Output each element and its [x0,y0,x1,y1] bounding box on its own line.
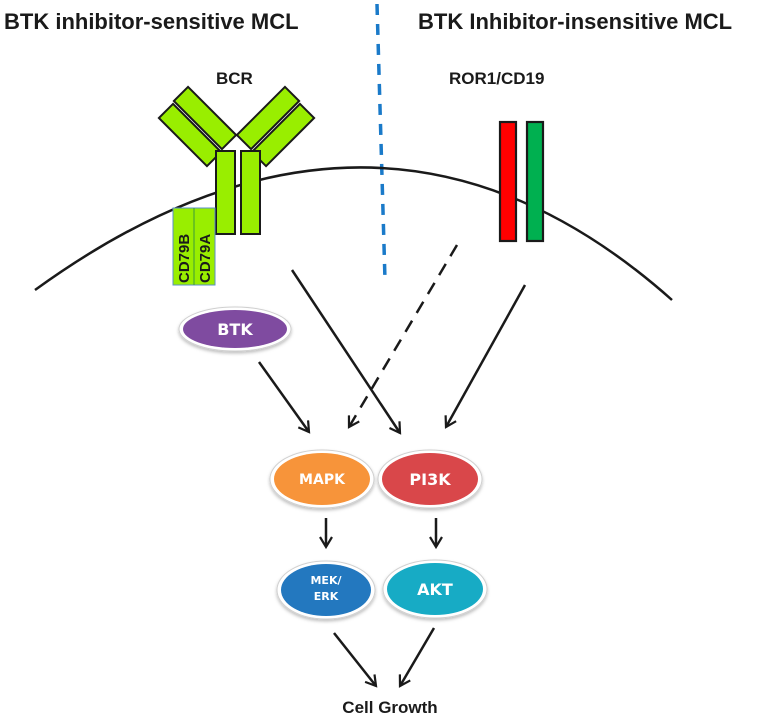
ror1-bar [498,120,518,243]
pi3k-node: PI3K [377,449,483,509]
mek-erk-node: MEK/ ERK [276,560,376,620]
bcr-heavy-chain-left-arm [172,85,238,151]
cd19-bar [525,120,545,243]
bcr-label: BCR [216,69,253,88]
arrow-akt-to-growth [398,627,436,688]
arrow-mek-erk-to-growth [333,632,378,688]
mek-label: MEK/ [310,574,342,587]
btk-node: BTK [178,306,292,352]
ror1-cd19-receptor: ROR1/CD19 [449,69,545,243]
bcr-heavy-chain-right-arm [235,85,301,151]
arrow-ror1-to-pi3k [444,284,527,429]
pi3k-label: PI3K [409,470,451,489]
erk-label: ERK [314,590,339,603]
bcr-stem-left [215,150,236,235]
btk-label: BTK [217,320,253,339]
ror1-cd19-label: ROR1/CD19 [449,69,544,88]
cell-membrane [34,166,673,301]
arrow-ror1-to-mapk-dashed [347,244,459,429]
right-panel-title: BTK Inhibitor-insensitive MCL [418,9,732,34]
mapk-node: MAPK [269,449,375,509]
bcr-receptor: BCR CD79B CD79A [157,69,316,286]
arrow-btk-to-mapk [257,361,311,434]
akt-node: AKT [382,559,488,619]
mapk-label: MAPK [299,472,346,488]
cd79a-label: CD79A [197,234,214,283]
akt-label: AKT [417,580,453,599]
cd79b-label: CD79B [176,234,193,283]
left-panel-title: BTK inhibitor-sensitive MCL [4,9,299,34]
bcr-light-chain-left-outer [157,102,223,168]
divider-dashed-line [375,3,387,281]
cell-growth-label: Cell Growth [342,698,437,717]
arrow-bcr-to-pi3k [290,269,402,435]
bcr-stem-right [240,150,261,235]
